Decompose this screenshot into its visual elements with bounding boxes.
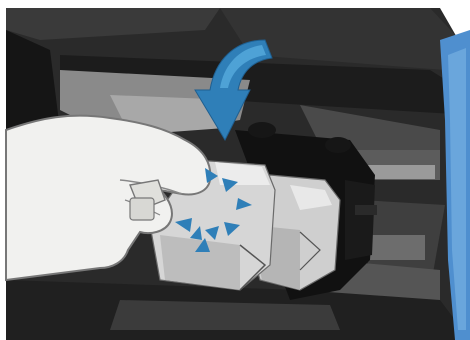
cartridge-install-illustration [0, 0, 470, 340]
